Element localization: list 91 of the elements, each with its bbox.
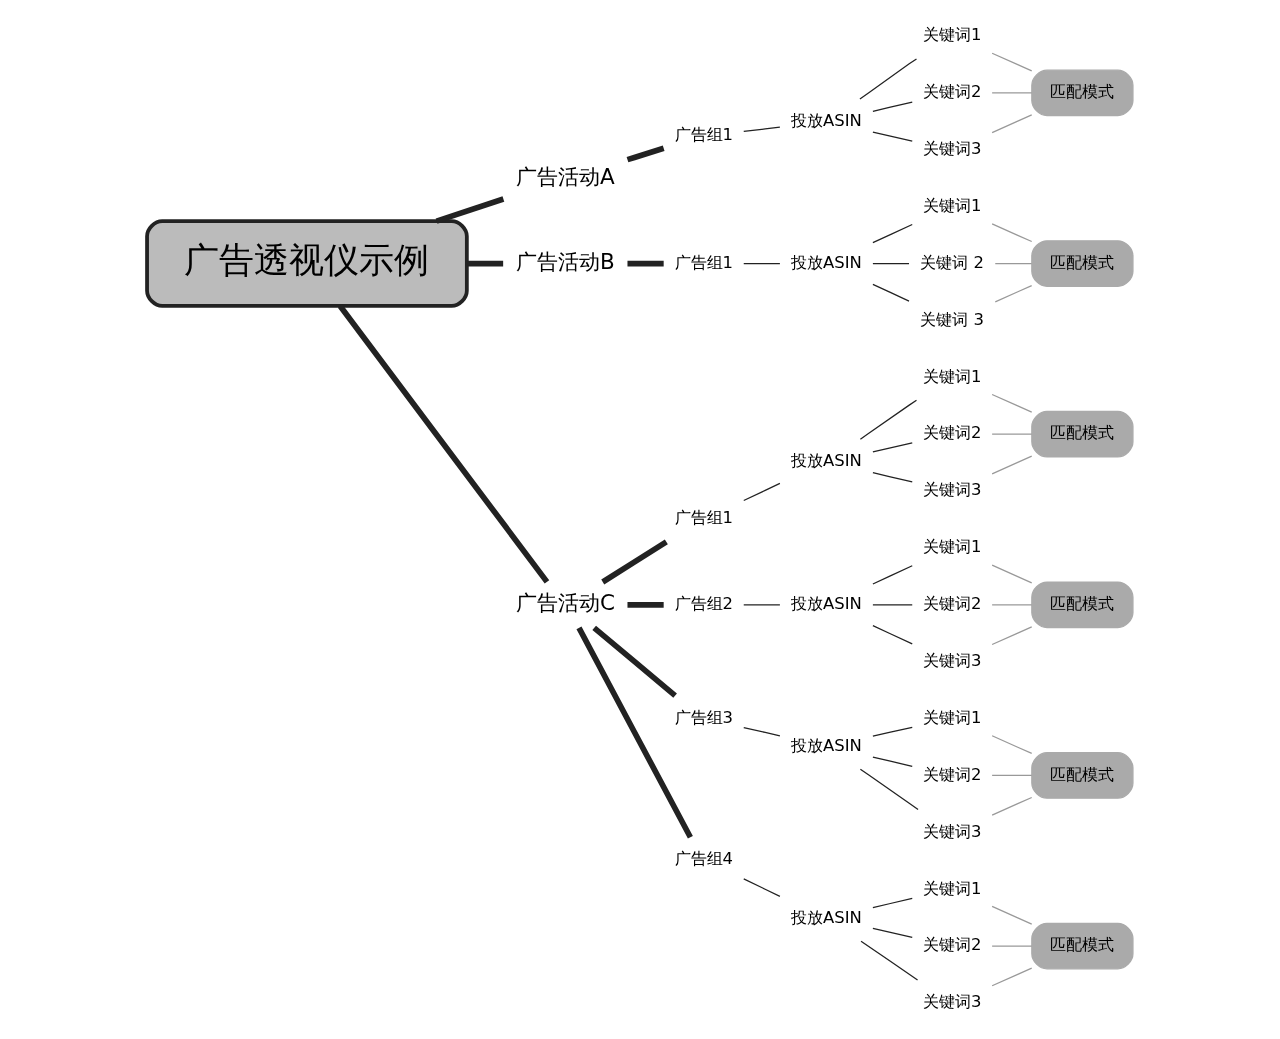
node-text: 广告组4 <box>674 849 734 869</box>
node-text: 关键词2 <box>922 82 982 102</box>
connector <box>435 196 505 224</box>
connector <box>872 897 913 909</box>
node-text: 投放ASIN <box>791 735 862 755</box>
connector <box>872 625 913 645</box>
connector <box>872 604 913 606</box>
node-text: 关键词1 <box>922 195 982 215</box>
connector <box>337 304 550 584</box>
connector <box>627 601 664 608</box>
connector <box>467 260 504 267</box>
node-box: 匹配模式 <box>1031 410 1134 458</box>
connector <box>991 393 1033 413</box>
connector <box>860 940 919 981</box>
connector <box>991 455 1033 475</box>
node-text: 广告活动B <box>516 248 615 274</box>
connector <box>872 223 913 244</box>
node-text: 关键词1 <box>922 537 982 557</box>
node-text: 关键词1 <box>922 878 982 898</box>
connector <box>994 284 1033 303</box>
connector <box>872 756 913 767</box>
node-text: 广告组1 <box>674 508 734 528</box>
node-text: 关键词3 <box>922 650 982 670</box>
connector <box>743 878 781 897</box>
node-text: 关键词2 <box>922 423 982 443</box>
connector <box>601 539 668 585</box>
node-text: 关键词3 <box>922 139 982 159</box>
node-text: 广告组2 <box>674 594 734 614</box>
node-text: 投放ASIN <box>791 907 862 927</box>
connector <box>743 262 781 265</box>
node-text: 关键词 3 <box>920 309 985 329</box>
node-text: 关键词2 <box>922 594 982 614</box>
connector <box>592 625 677 698</box>
connector <box>991 626 1033 646</box>
connector <box>994 262 1033 265</box>
connector <box>991 114 1033 134</box>
node-text: 关键词3 <box>922 821 982 841</box>
connector <box>991 564 1033 584</box>
node-text: 关键词3 <box>922 992 982 1012</box>
node-text: 关键词2 <box>922 764 982 784</box>
connector <box>872 131 913 142</box>
node-text: 广告组1 <box>674 125 734 145</box>
connector <box>872 726 913 737</box>
connector <box>859 58 918 100</box>
connector <box>991 905 1033 925</box>
node-box: 匹配模式 <box>1031 240 1134 287</box>
node-text: 投放ASIN <box>791 111 862 131</box>
connector <box>991 223 1033 243</box>
connector <box>743 126 781 133</box>
node-text: 广告活动C <box>515 590 615 615</box>
node-text: 投放ASIN <box>791 451 862 471</box>
connector <box>872 442 913 453</box>
connector <box>991 735 1033 755</box>
connector <box>872 262 910 265</box>
connector <box>872 472 913 483</box>
node-text: 关键词 2 <box>920 252 985 272</box>
connector <box>991 967 1033 987</box>
node-text: 广告组1 <box>674 252 734 272</box>
node-text: 投放ASIN <box>791 252 862 272</box>
connector <box>743 604 781 606</box>
connector <box>991 604 1033 606</box>
connector <box>872 927 913 938</box>
connector <box>872 101 913 112</box>
connector <box>627 260 664 267</box>
node-text: 投放ASIN <box>791 594 862 614</box>
connector <box>991 92 1033 94</box>
node-box: 匹配模式 <box>1031 922 1134 970</box>
connector <box>576 626 693 839</box>
node-box: 广告透视仪示例 <box>145 219 469 308</box>
node-text: 关键词1 <box>922 707 982 727</box>
connector <box>991 796 1033 816</box>
node-box: 匹配模式 <box>1031 752 1134 799</box>
connector <box>991 52 1033 72</box>
connector <box>743 482 781 502</box>
connector <box>626 145 665 163</box>
connector <box>872 565 913 585</box>
node-text: 关键词1 <box>922 366 982 386</box>
connector <box>991 433 1033 435</box>
node-box: 匹配模式 <box>1031 69 1134 117</box>
node-text: 关键词2 <box>922 935 982 955</box>
node-text: 关键词3 <box>922 480 982 500</box>
connector <box>991 945 1033 947</box>
connector <box>872 283 910 302</box>
connector <box>859 399 918 440</box>
node-box: 匹配模式 <box>1031 581 1134 629</box>
node-text: 广告活动A <box>516 164 615 190</box>
node-text: 关键词1 <box>922 25 982 45</box>
connector <box>743 726 781 737</box>
connector <box>991 774 1033 777</box>
connector <box>859 768 919 811</box>
node-text: 广告组3 <box>674 707 734 727</box>
